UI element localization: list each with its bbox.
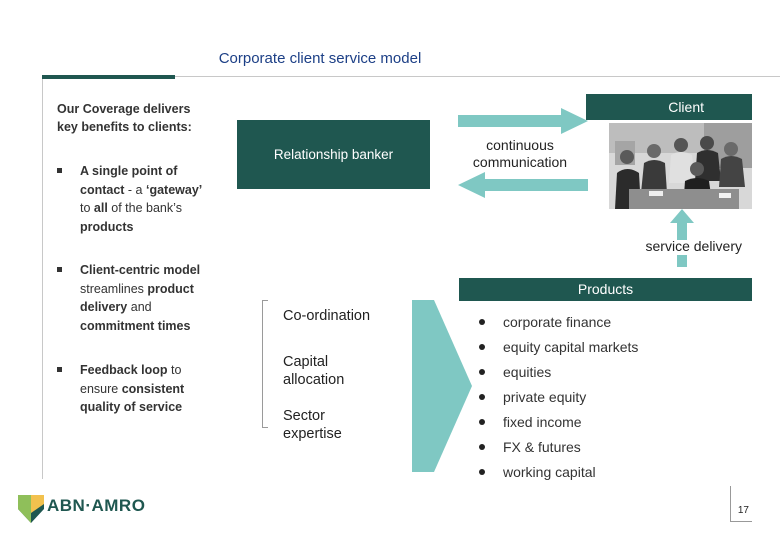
- service-delivery-label: service delivery: [645, 238, 742, 254]
- bullet-dot-icon: [479, 344, 485, 351]
- arrow-left-icon: [458, 172, 588, 198]
- page-number-frame: [730, 486, 731, 522]
- square-bullet-icon: [57, 267, 62, 272]
- functions-bracket: [262, 300, 263, 428]
- page-number-frame-bottom: [730, 521, 752, 522]
- product-item: fixed income: [479, 412, 582, 432]
- function-sector-expertise: Sector expertise: [283, 408, 342, 442]
- communication-label: continuous communication: [472, 137, 568, 170]
- left-border-line: [42, 79, 43, 479]
- products-header: Products: [459, 278, 752, 301]
- coverage-intro: Our Coverage delivers key benefits to cl…: [57, 102, 192, 134]
- square-bullet-icon: [57, 367, 62, 372]
- relationship-banker-box: Relationship banker: [237, 120, 430, 189]
- coverage-bullet-2: Client-centric model streamlines product…: [57, 261, 207, 335]
- bullet-dot-icon: [479, 319, 485, 326]
- arrow-right-icon: [458, 108, 588, 134]
- function-coordination: Co-ordination: [283, 308, 371, 324]
- bracket-tick-bottom: [262, 427, 268, 428]
- page-title: Corporate client service model: [218, 50, 422, 67]
- communication-arrows: [458, 108, 588, 198]
- chevron-right-icon: [412, 300, 472, 472]
- product-item: corporate finance: [479, 312, 611, 332]
- bullet-dot-icon: [479, 394, 485, 401]
- bracket-tick-top: [262, 300, 268, 301]
- product-item: private equity: [479, 387, 586, 407]
- product-item: working capital: [479, 462, 596, 482]
- coverage-bullet-1: A single point of contact - a ‘gateway’ …: [57, 162, 207, 236]
- company-logo-text: ABN·AMRO: [47, 496, 146, 515]
- bullet-dot-icon: [479, 369, 485, 376]
- function-capital-allocation: Capital allocation: [283, 354, 345, 388]
- bullet-dot-icon: [479, 469, 485, 476]
- client-header: Client: [586, 94, 752, 120]
- product-item: FX & futures: [479, 437, 581, 457]
- title-underline: [175, 76, 780, 77]
- bullet-dot-icon: [479, 419, 485, 426]
- arrow-up-icon: [670, 209, 694, 267]
- product-item: equity capital markets: [479, 337, 638, 357]
- client-meeting-photo-icon: [609, 123, 752, 209]
- abn-amro-shield-icon: [18, 495, 44, 523]
- coverage-bullet-3: Feedback loop to ensure consistent quali…: [57, 361, 207, 417]
- square-bullet-icon: [57, 168, 62, 173]
- title-underline-accent: [42, 75, 175, 79]
- bullet-dot-icon: [479, 444, 485, 451]
- page-number: 17: [737, 505, 749, 516]
- product-item: equities: [479, 362, 551, 382]
